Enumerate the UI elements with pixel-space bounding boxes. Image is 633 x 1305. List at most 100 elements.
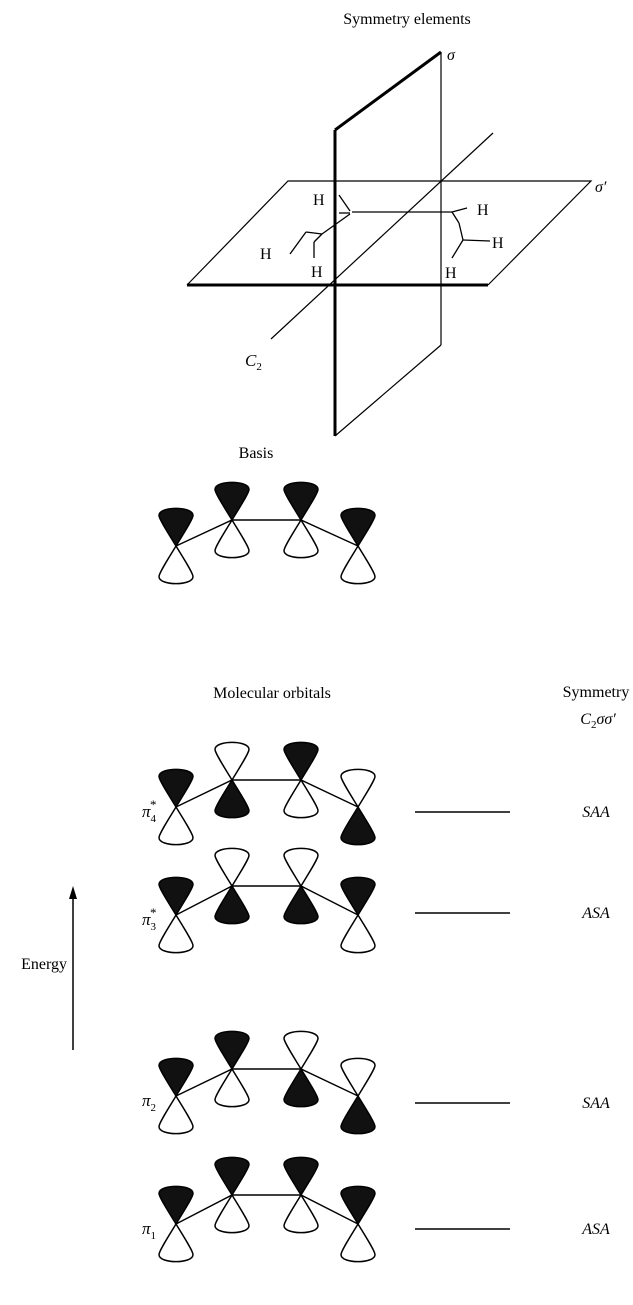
filled-lobe [214, 481, 250, 522]
open-lobe [340, 1222, 376, 1263]
open-lobe [214, 741, 250, 782]
hydrogen-label: H [313, 192, 325, 209]
basis-orbital-row [158, 481, 376, 585]
p-orbital [158, 876, 194, 954]
orbital-label: π1 [142, 1219, 156, 1242]
filled-lobe [214, 1156, 250, 1197]
filled-lobe [158, 1185, 194, 1226]
symmetry-planes [186, 50, 593, 437]
open-lobe [340, 544, 376, 585]
sigma-prime-label: σ′ [595, 179, 607, 196]
orbital-label: π4* [142, 797, 157, 825]
p-orbital [214, 1156, 250, 1234]
orbital-subscript: 4 [151, 813, 157, 825]
filled-lobe [283, 741, 319, 782]
p-orbital [158, 1185, 194, 1263]
filled-lobe [340, 1185, 376, 1226]
hydrogen-label: H [492, 235, 504, 252]
p-orbital [283, 1030, 319, 1108]
c2-subscript: 2 [256, 361, 262, 373]
orbital-symbol: π [142, 1091, 151, 1110]
p-orbital [214, 1030, 250, 1108]
p-orbital [283, 741, 319, 819]
hydrogen-label: H [311, 264, 323, 281]
energy-label: Energy [21, 956, 67, 973]
open-lobe [158, 1094, 194, 1135]
symmetry-elements-title: Symmetry elements [343, 11, 471, 28]
p-orbital [158, 768, 194, 846]
p-orbital [214, 481, 250, 559]
symmetry-ops-header: C2σσ′ [580, 711, 616, 731]
filled-lobe [283, 1067, 319, 1108]
open-lobe [283, 518, 319, 559]
p-orbital [158, 1057, 194, 1135]
open-lobe [214, 1067, 250, 1108]
mo-row: π3* ASA [142, 847, 610, 954]
filled-lobe [283, 481, 319, 522]
filled-lobe [158, 768, 194, 809]
open-lobe [214, 518, 250, 559]
symmetry-header: Symmetry [563, 684, 630, 701]
sigma-prime-plane-back [186, 180, 593, 286]
open-lobe [283, 778, 319, 819]
energy-arrow [69, 886, 77, 1050]
p-orbital [340, 1057, 376, 1135]
p-orbital [340, 1185, 376, 1263]
mo-row: π4* SAA [142, 741, 610, 846]
p-orbital-set [158, 847, 376, 954]
filled-lobe [214, 1030, 250, 1071]
sigma-plane-top-edge [334, 50, 442, 132]
hydrogen-label: H [260, 246, 272, 263]
ops-c: C [580, 711, 591, 728]
hydrogen-label: H [477, 202, 489, 219]
filled-lobe [158, 507, 194, 548]
sigma-plane-bottom-edge [334, 344, 442, 437]
p-orbital-set [158, 1030, 376, 1135]
c2-letter: C [245, 351, 257, 370]
p-orbital [340, 876, 376, 954]
molecular-orbitals-title: Molecular orbitals [213, 685, 331, 702]
p-orbital [283, 481, 319, 559]
orbital-subscript: 3 [151, 921, 157, 933]
symmetry-label: ASA [581, 1221, 610, 1238]
orbital-label: π2 [142, 1091, 156, 1114]
p-orbital [283, 1156, 319, 1234]
orbital-subscript: 1 [151, 1230, 157, 1242]
filled-lobe [340, 805, 376, 846]
open-lobe [158, 805, 194, 846]
orbital-symbol: π [142, 910, 151, 929]
mo-row: π1 ASA [142, 1156, 610, 1263]
basis-title: Basis [239, 445, 274, 462]
open-lobe [283, 1193, 319, 1234]
sigma-label: σ [447, 47, 456, 64]
orbital-symbol: π [142, 802, 151, 821]
open-lobe [283, 847, 319, 888]
open-lobe [158, 1222, 194, 1263]
filled-lobe [340, 507, 376, 548]
open-lobe [283, 1030, 319, 1071]
ops-c-subscript: 2 [591, 719, 597, 731]
orbital-superscript: * [150, 905, 157, 920]
open-lobe [214, 1193, 250, 1234]
carbon-chain [175, 779, 359, 808]
filled-lobe [283, 1156, 319, 1197]
open-lobe [340, 913, 376, 954]
c2-axis [270, 132, 494, 340]
p-orbital-set [158, 1156, 376, 1263]
p-orbital [340, 768, 376, 846]
filled-lobe [158, 1057, 194, 1098]
filled-lobe [283, 884, 319, 925]
symmetry-label: ASA [581, 905, 610, 922]
open-lobe [340, 1057, 376, 1098]
carbon-chain [175, 1194, 359, 1225]
filled-lobe [214, 884, 250, 925]
filled-lobe [340, 876, 376, 917]
p-orbital [214, 741, 250, 819]
symmetry-label: SAA [582, 804, 610, 821]
butadiene-skeleton [289, 194, 491, 259]
c2-axis-label: C2 [245, 351, 262, 373]
carbon-chain [175, 519, 359, 547]
